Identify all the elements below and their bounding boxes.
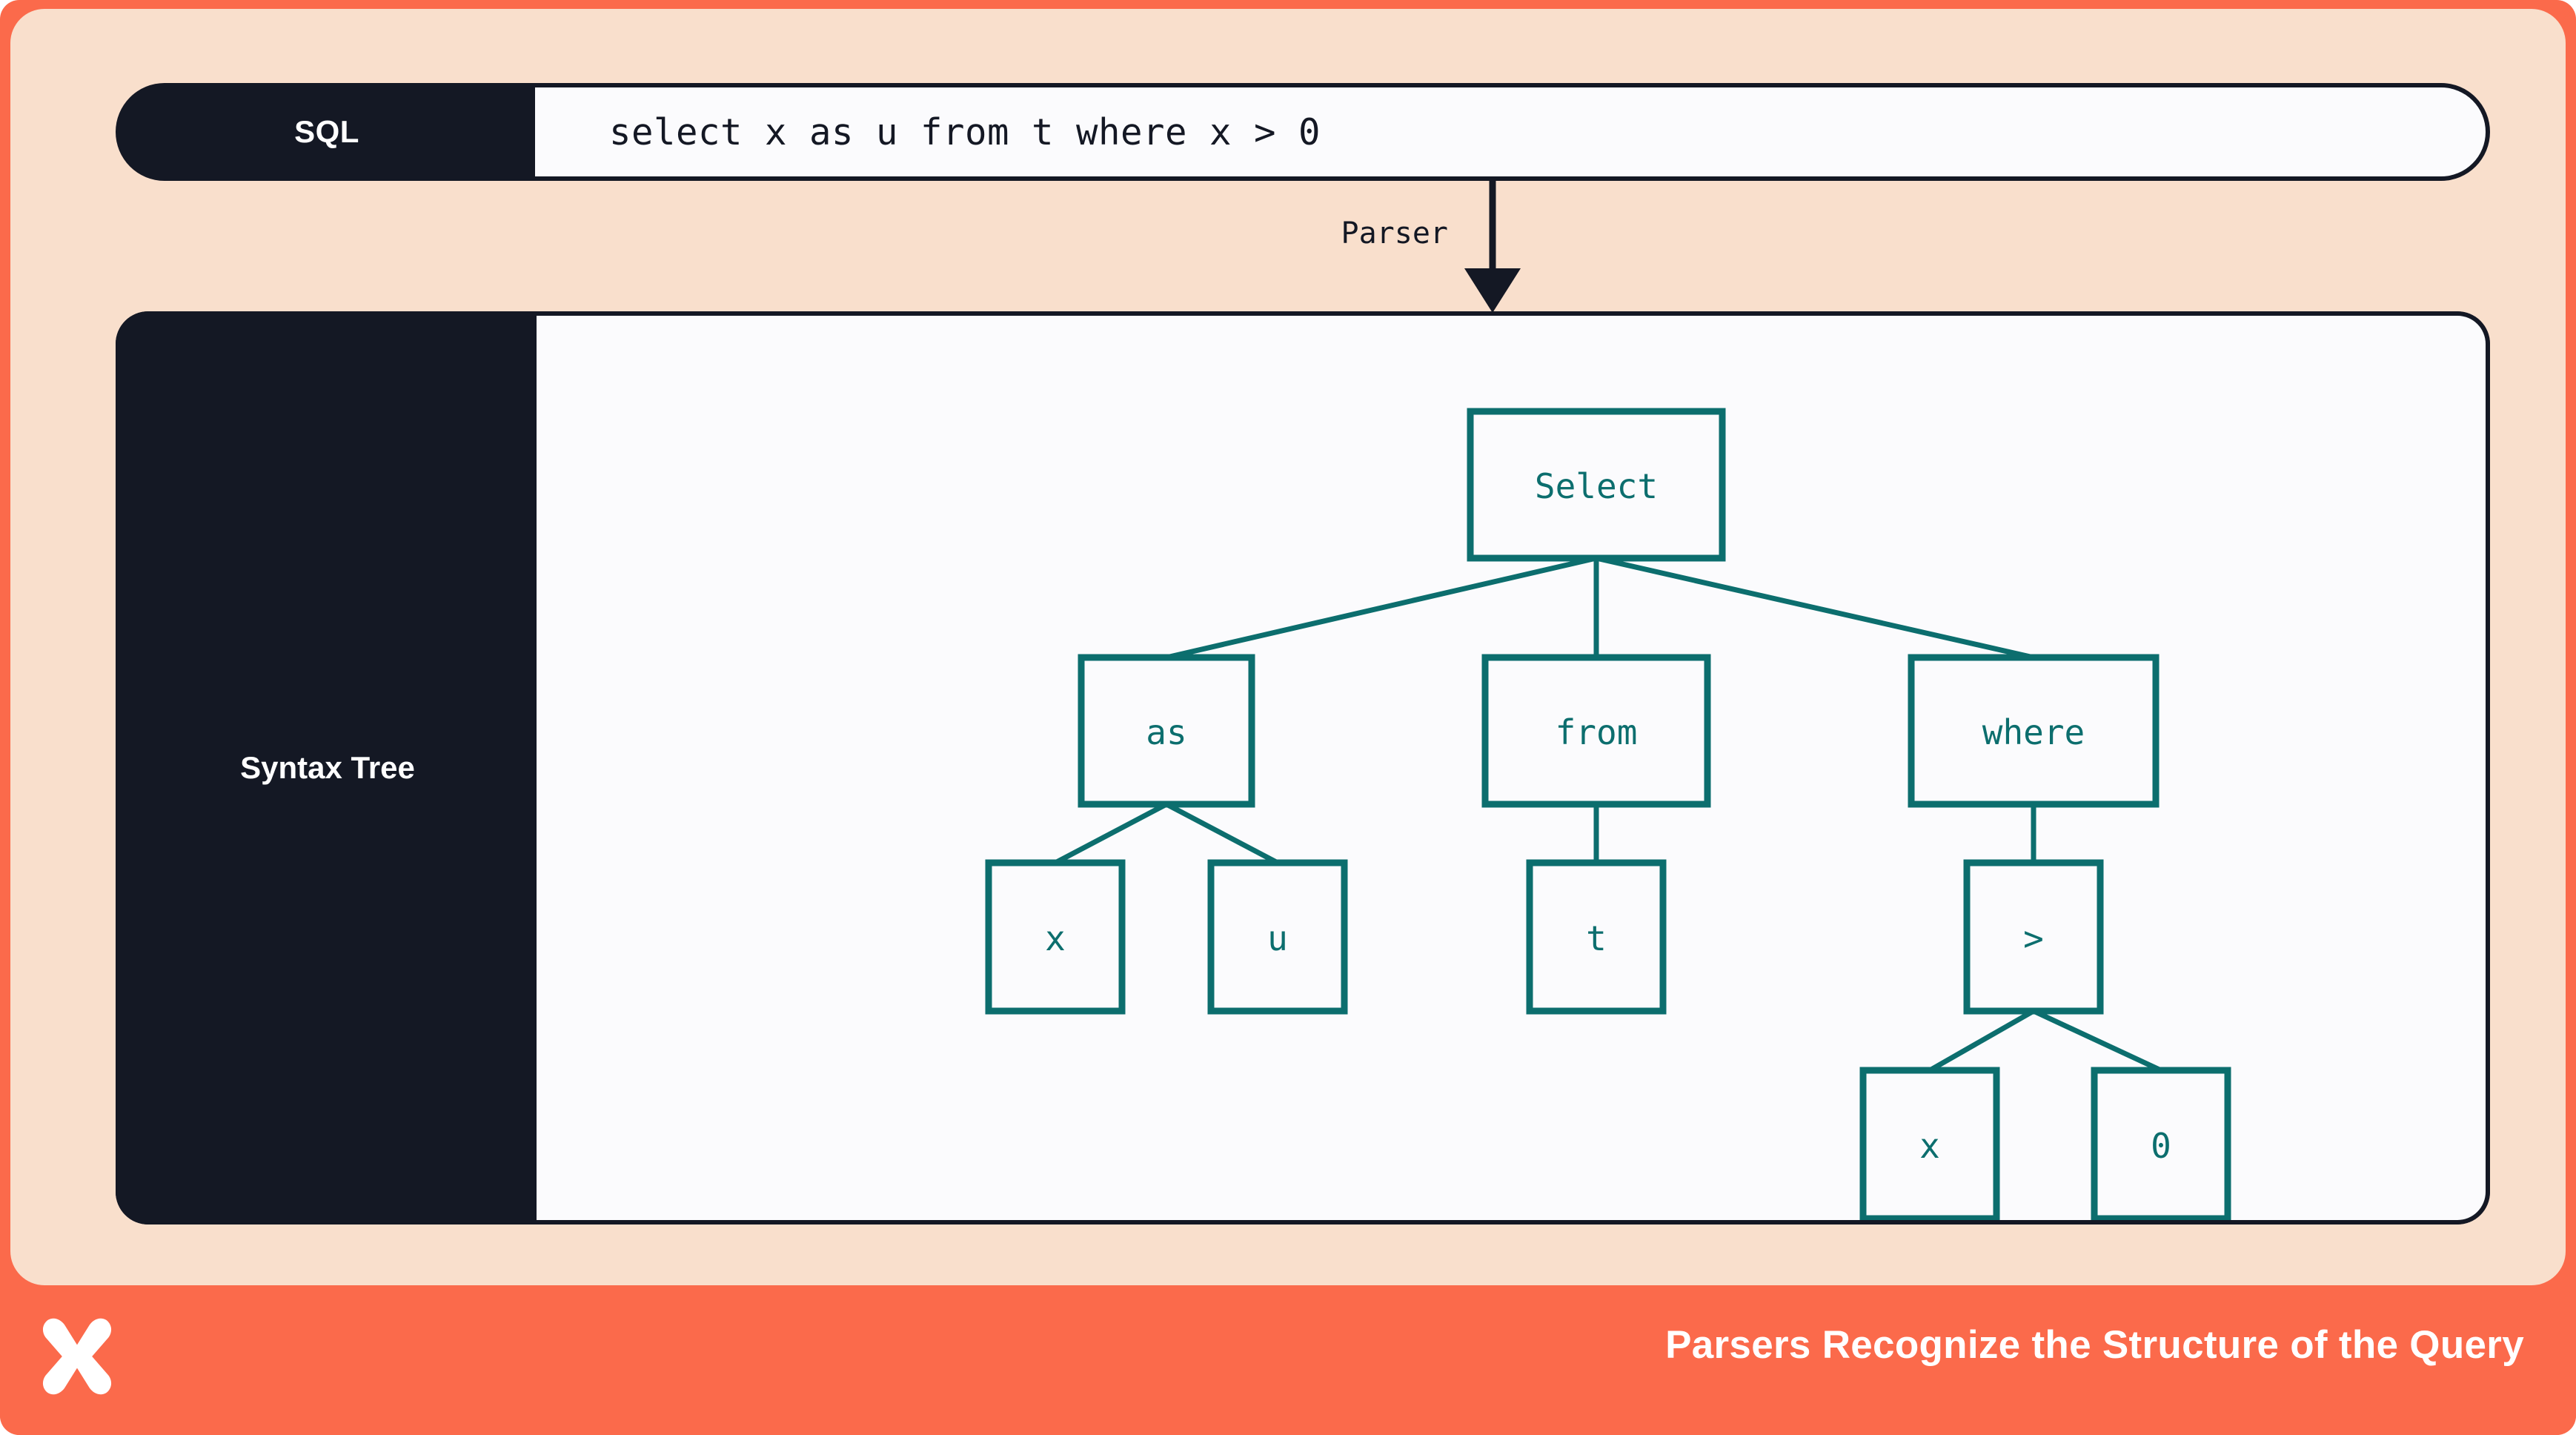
footer-caption: Parsers Recognize the Structure of the Q…	[1665, 1323, 2524, 1367]
four-point-star-logo-icon	[42, 1318, 112, 1395]
tree-node-box	[1859, 1067, 2000, 1220]
tree-node-u[interactable]: u	[1207, 859, 1348, 1015]
tree-node-box	[1467, 408, 1726, 562]
tree-node-label: x	[1045, 918, 1066, 958]
tree-node-box	[985, 859, 1126, 1015]
tree-edge	[1165, 801, 1279, 866]
sql-label: SQL	[294, 114, 359, 149]
tree-node-label: as	[1146, 712, 1186, 752]
footer-bar	[0, 1285, 2576, 1435]
parser-arrow-group: Parser	[1270, 181, 1656, 314]
tree-node-zero[interactable]: 0	[2091, 1067, 2231, 1220]
sql-label-pill: SQL	[116, 83, 538, 181]
sql-query-field[interactable]: select x as u from t where x > 0	[535, 83, 2490, 181]
tree-node-group: Select as from where x u t > x 0	[985, 408, 2231, 1220]
tree-node-label: x	[1919, 1126, 1940, 1166]
syntax-tree-label: Syntax Tree	[240, 750, 415, 785]
syntax-tree-panel: Syntax Tree Select as from where x u t > x 0	[116, 311, 2490, 1224]
tree-edge	[1054, 801, 1168, 866]
content-card: SQL select x as u from t where x > 0 Par…	[10, 9, 2566, 1285]
tree-node-label: 0	[2151, 1126, 2171, 1166]
tree-node-x1[interactable]: x	[985, 859, 1126, 1015]
tree-node-box	[1078, 654, 1255, 808]
tree-node-label: >	[2023, 918, 2044, 958]
tree-node-label: Select	[1535, 466, 1658, 506]
tree-edge	[1596, 555, 2034, 660]
tree-node-label: t	[1586, 918, 1607, 958]
parser-label: Parser	[1341, 216, 1449, 251]
tree-node-box	[1908, 654, 2160, 808]
tree-node-gt[interactable]: >	[1963, 859, 2104, 1015]
tree-node-box	[1963, 859, 2104, 1015]
syntax-tree-graph: Select as from where x u t > x 0	[985, 408, 2231, 1220]
tree-node-box	[1526, 859, 1667, 1015]
tree-node-label: from	[1556, 712, 1638, 752]
sql-query-text: select x as u from t where x > 0	[609, 110, 1321, 153]
tree-node-select[interactable]: Select	[1467, 408, 1726, 562]
down-arrow-icon	[1464, 181, 1521, 313]
tree-node-t[interactable]: t	[1526, 859, 1667, 1015]
tree-edge	[1166, 555, 1597, 660]
tree-node-where[interactable]: where	[1908, 654, 2160, 808]
tree-edge	[1928, 1008, 2035, 1073]
sql-input-row: SQL select x as u from t where x > 0	[116, 83, 2490, 181]
tree-node-label: where	[1982, 712, 2085, 752]
tree-node-box	[1207, 859, 1348, 1015]
tree-node-box	[1481, 654, 1711, 808]
tree-edge	[2032, 1008, 2162, 1073]
tree-node-x2[interactable]: x	[1859, 1067, 2000, 1220]
tree-node-as[interactable]: as	[1078, 654, 1255, 808]
tree-node-label: u	[1267, 918, 1288, 958]
syntax-tree-sidebar: Syntax Tree	[116, 311, 540, 1224]
tree-node-from[interactable]: from	[1481, 654, 1711, 808]
syntax-tree-canvas: Select as from where x u t > x 0	[537, 311, 2490, 1224]
tree-node-box	[2091, 1067, 2231, 1220]
tree-edge-group	[1054, 555, 2162, 1073]
